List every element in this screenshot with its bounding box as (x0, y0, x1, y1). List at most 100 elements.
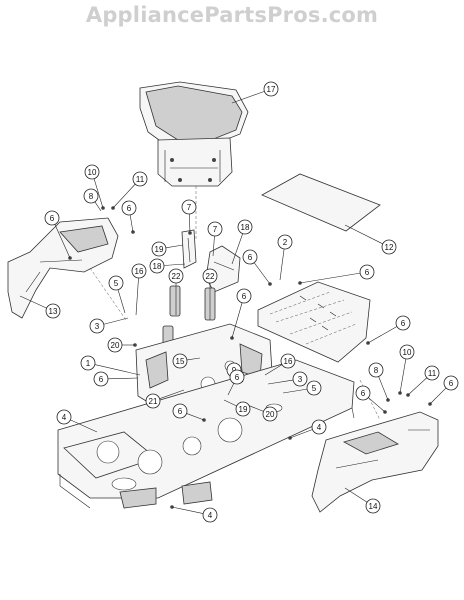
callout-leader-12 (344, 224, 383, 245)
callout-leader-1 (94, 364, 141, 376)
callout-leader-3 (103, 317, 129, 325)
callout-leader-8 (94, 201, 102, 212)
callout-16: 16 (131, 263, 147, 279)
callout-13: 13 (45, 303, 61, 319)
callout-number: 7 (213, 225, 218, 234)
callout-11: 11 (132, 171, 148, 187)
callout-18: 18 (149, 258, 165, 274)
callout-number: 11 (428, 369, 437, 378)
callout-6: 6 (44, 210, 60, 226)
callout-leader-21 (159, 389, 185, 399)
callout-circle (365, 498, 381, 514)
callout-number: 6 (99, 375, 104, 384)
callout-leader-6 (367, 326, 398, 344)
callout-number: 22 (206, 272, 215, 281)
callout-leader-15 (186, 357, 201, 361)
callout-circle (107, 337, 123, 353)
callout-number: 6 (127, 204, 132, 213)
callout-circle (168, 268, 184, 284)
callout-leader-5 (282, 388, 308, 394)
right-fender-part (311, 411, 439, 513)
callout-14: 14 (365, 498, 381, 514)
callout-6: 6 (395, 315, 411, 331)
callout-circle (242, 249, 258, 265)
callout-number: 10 (403, 348, 412, 357)
callout-number: 13 (49, 307, 58, 316)
callout-circle (202, 507, 218, 523)
callout-leader-10 (93, 178, 104, 209)
callout-number: 8 (374, 366, 379, 375)
callout-2: 2 (277, 234, 293, 250)
callout-10: 10 (399, 344, 415, 360)
callout-circle (172, 403, 188, 419)
callout-circle (424, 365, 440, 381)
callout-number: 4 (317, 423, 322, 432)
callout-number: 18 (153, 262, 162, 271)
callout-leader-19 (165, 244, 184, 249)
callout-5: 5 (306, 380, 322, 396)
callout-leader-6 (54, 224, 71, 259)
callout-circle (84, 164, 100, 180)
callout-circle (292, 371, 308, 387)
callout-number: 19 (155, 245, 164, 254)
callout-19: 19 (235, 401, 251, 417)
callout-circle (443, 375, 459, 391)
callout-number: 11 (136, 175, 145, 184)
callout-leader-3 (267, 379, 294, 385)
callout-circle (280, 353, 296, 369)
callout-10: 10 (84, 164, 100, 180)
callout-number: 3 (298, 375, 303, 384)
callout-6: 6 (236, 288, 252, 304)
callout-22: 22 (202, 268, 218, 284)
callout-number: 6 (401, 319, 406, 328)
mat-part (261, 173, 381, 232)
callout-16: 16 (280, 353, 296, 369)
callout-8: 8 (83, 188, 99, 204)
callout-leader-13 (19, 295, 47, 309)
callout-leader-6 (129, 214, 134, 233)
callout-leader-11 (407, 377, 428, 396)
callout-21: 21 (145, 393, 161, 409)
callout-circle (181, 199, 197, 215)
callout-circle (229, 369, 245, 385)
callout-leader-6 (429, 387, 447, 405)
callout-number: 19 (239, 405, 248, 414)
callout-3: 3 (89, 318, 105, 334)
callout-number: 6 (242, 292, 247, 301)
callout-4: 4 (311, 419, 327, 435)
callout-number: 4 (62, 413, 67, 422)
callout-number: 6 (449, 379, 454, 388)
callout-circle (89, 318, 105, 334)
callout-number: 2 (283, 238, 288, 247)
callout-number: 6 (365, 268, 370, 277)
callout-4: 4 (56, 409, 72, 425)
callout-7: 7 (181, 199, 197, 215)
callout-circle (121, 200, 137, 216)
callout-leader-10 (399, 358, 407, 394)
callout-leader-6 (186, 413, 205, 421)
callout-3: 3 (292, 371, 308, 387)
callout-leader-4 (70, 419, 98, 433)
callout-circle (368, 362, 384, 378)
callout-number: 12 (385, 243, 394, 252)
callout-circle (131, 263, 147, 279)
callout-circle (172, 353, 188, 369)
callout-number: 5 (312, 384, 317, 393)
callout-leader-16 (264, 364, 283, 376)
callout-number: 7 (187, 203, 192, 212)
callout-circle (202, 268, 218, 284)
callout-5: 5 (108, 275, 124, 291)
callout-leader-5 (117, 289, 126, 314)
callout-6: 6 (229, 369, 245, 385)
callout-circle (207, 221, 223, 237)
callout-17: 17 (263, 81, 279, 97)
callout-leader-2 (279, 248, 285, 281)
callout-number: 20 (111, 341, 120, 350)
callout-leader-19 (223, 399, 237, 407)
callout-number: 6 (50, 214, 55, 223)
callout-number: 5 (114, 279, 119, 288)
callout-leader-16 (135, 277, 139, 316)
callout-number: 6 (361, 389, 366, 398)
callout-leader-6 (368, 397, 386, 413)
